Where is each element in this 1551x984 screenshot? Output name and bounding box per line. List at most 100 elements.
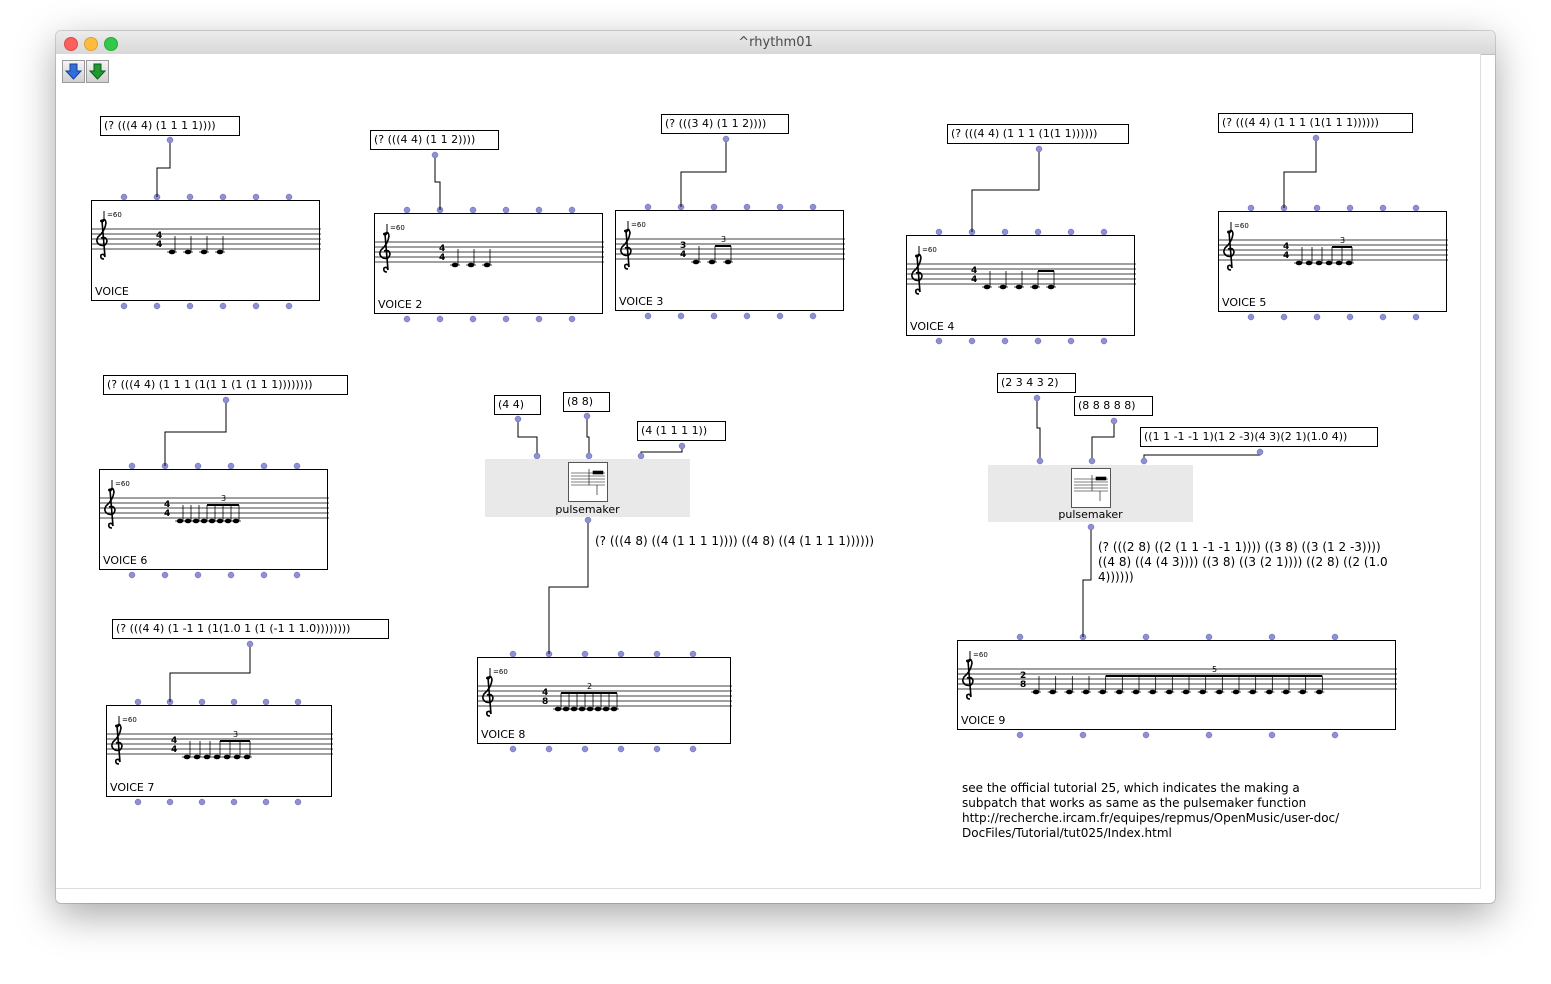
- window-title: ^rhythm01: [738, 35, 813, 50]
- tempo-mark: =60: [122, 716, 137, 724]
- pulsemaker2-pulses-box[interactable]: ((1 1 -1 -1 1)(1 2 -3)(4 3)(2 1)(1.0 4)): [1140, 427, 1378, 447]
- pulsemaker1-measures-box[interactable]: (4 4): [494, 395, 541, 415]
- rhythm-tree-box-7[interactable]: (? (((4 4) (1 -1 1 (1(1.0 1 (1 (-1 1 1.0…: [112, 619, 389, 639]
- treble-clef-icon: [379, 231, 391, 273]
- pulsemaker-label: pulsemaker: [1058, 508, 1123, 521]
- score-icon: [567, 462, 608, 502]
- tempo-mark: =60: [973, 651, 988, 659]
- tempo-mark: =60: [1234, 222, 1249, 230]
- tuplet-number: 3: [221, 494, 226, 503]
- tempo-mark: =60: [107, 211, 122, 219]
- staff: =60 44: [375, 224, 604, 273]
- voice-label: VOICE: [95, 285, 129, 298]
- import-button[interactable]: [62, 60, 85, 83]
- staff: =60 44 3: [100, 480, 329, 529]
- pulsemaker-box-2[interactable]: pulsemaker: [988, 465, 1193, 522]
- voice-label: VOICE 4: [910, 320, 955, 333]
- tuplet-number: 3: [721, 235, 726, 244]
- voice-label: VOICE 6: [103, 554, 148, 567]
- pulsemaker1-pulses-box[interactable]: (4 (1 1 1 1)): [637, 421, 726, 441]
- tuplet-number: 5: [1212, 665, 1217, 674]
- time-signature-bottom: 4: [1283, 251, 1289, 261]
- arrow-down-green-icon: [88, 63, 107, 80]
- time-signature-top: 3: [680, 241, 686, 251]
- pulsemaker2-output-text: (? (((2 8) ((2 (1 1 -1 -1 1)))) ((3 8) (…: [1098, 540, 1388, 584]
- voice-label: VOICE 9: [961, 714, 1006, 727]
- pulsemaker2-measures-box[interactable]: (2 3 4 3 2): [997, 373, 1076, 393]
- treble-clef-icon: [1223, 229, 1235, 271]
- rhythm-tree-box-3[interactable]: (? (((3 4) (1 1 2)))): [661, 114, 789, 134]
- tuplet-number: 3: [1340, 236, 1345, 245]
- comment-line[interactable]: http://recherche.ircam.fr/equipes/repmus…: [962, 811, 1340, 825]
- tuplet-number: 3: [233, 730, 238, 739]
- comment-line[interactable]: DocFiles/Tutorial/tut025/Index.html: [962, 826, 1172, 840]
- pulsemaker-label: pulsemaker: [555, 503, 620, 516]
- treble-clef-icon: [96, 218, 108, 260]
- voice-label: VOICE 5: [1222, 296, 1267, 309]
- staff: =60 44: [907, 246, 1136, 295]
- rhythm-tree-box-1[interactable]: (? (((4 4) (1 1 1 1)))): [100, 116, 240, 136]
- rhythm-tree-box-6[interactable]: (? (((4 4) (1 1 1 (1(1 1 (1 (1 1 1))))))…: [103, 375, 348, 395]
- staff: =60 44 3: [107, 716, 333, 765]
- tutorial-comment: see the official tutorial 25, which indi…: [962, 781, 1382, 841]
- time-signature-top: 4: [971, 266, 977, 276]
- time-signature-top: 4: [542, 688, 548, 698]
- time-signature-top: 4: [1283, 242, 1289, 252]
- time-signature-bottom: 4: [439, 253, 445, 263]
- treble-clef-icon: [482, 675, 494, 717]
- voice-label: VOICE 8: [481, 728, 526, 741]
- staff: =60 28 5: [958, 651, 1397, 700]
- zoom-button[interactable]: [104, 37, 118, 51]
- arrow-down-blue-icon: [64, 63, 83, 80]
- tempo-mark: =60: [115, 480, 130, 488]
- time-signature-top: 4: [156, 231, 162, 241]
- pulsemaker1-beat-box[interactable]: (8 8): [563, 392, 610, 412]
- minimize-button[interactable]: [84, 37, 98, 51]
- time-signature-bottom: 4: [971, 275, 977, 285]
- tempo-mark: =60: [390, 224, 405, 232]
- rhythm-tree-box-5[interactable]: (? (((4 4) (1 1 1 (1(1 1 1)))))): [1218, 113, 1413, 133]
- treble-clef-icon: [911, 253, 923, 295]
- tempo-mark: =60: [631, 221, 646, 229]
- voice-label: VOICE 3: [619, 295, 664, 308]
- rhythm-tree-box-4[interactable]: (? (((4 4) (1 1 1 (1(1 1)))))): [947, 124, 1129, 144]
- tempo-mark: =60: [493, 668, 508, 676]
- rhythm-tree-box-2[interactable]: (? (((4 4) (1 1 2)))): [370, 130, 499, 150]
- voice-label: VOICE 2: [378, 298, 423, 311]
- time-signature-top: 4: [171, 736, 177, 746]
- time-signature-bottom: 4: [156, 240, 162, 250]
- staff: =60 44 3: [1219, 222, 1448, 271]
- comment-line: subpatch that works as same as the pulse…: [962, 796, 1307, 810]
- pulsemaker2-beat-box[interactable]: (8 8 8 8 8): [1074, 396, 1153, 416]
- pulsemaker1-output-text: (? (((4 8) ((4 (1 1 1 1)))) ((4 8) ((4 (…: [595, 534, 875, 548]
- time-signature-bottom: 4: [164, 509, 170, 519]
- pulsemaker-box-1[interactable]: pulsemaker: [485, 459, 690, 517]
- time-signature-top: 4: [164, 500, 170, 510]
- time-signature-top: 2: [1020, 671, 1026, 681]
- close-button[interactable]: [64, 37, 78, 51]
- time-signature-top: 4: [439, 244, 445, 254]
- time-signature-bottom: 8: [1020, 680, 1026, 690]
- comment-line: see the official tutorial 25, which indi…: [962, 781, 1300, 795]
- voice-label: VOICE 7: [110, 781, 155, 794]
- staff: =60 44: [92, 211, 321, 260]
- title-bar: ^rhythm01: [56, 31, 1495, 55]
- time-signature-bottom: 4: [680, 250, 686, 260]
- export-button[interactable]: [86, 60, 109, 83]
- treble-clef-icon: [104, 487, 116, 529]
- tempo-mark: =60: [922, 246, 937, 254]
- treble-clef-icon: [962, 658, 974, 700]
- time-signature-bottom: 4: [171, 745, 177, 755]
- treble-clef-icon: [111, 723, 123, 765]
